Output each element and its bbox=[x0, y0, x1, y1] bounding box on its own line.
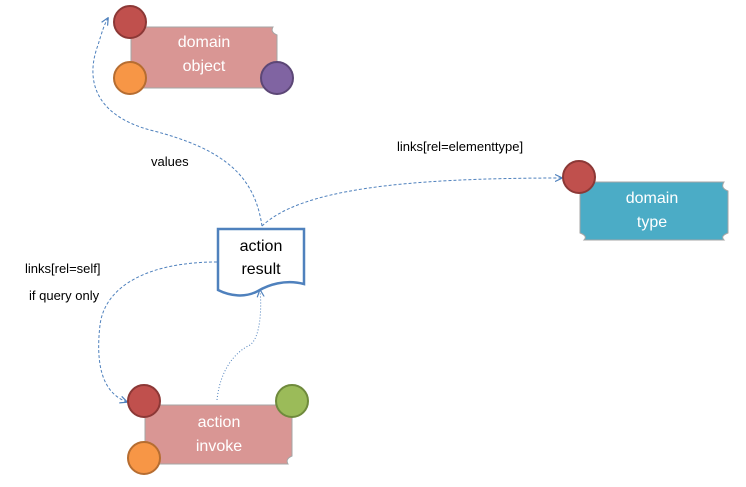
node-domain-object[interactable]: domain object bbox=[113, 5, 294, 95]
orange-port-circle[interactable] bbox=[127, 441, 161, 475]
edge-self bbox=[98, 261, 218, 402]
red-port-circle[interactable] bbox=[562, 160, 596, 194]
domain-object-label-line2: object bbox=[183, 58, 226, 75]
edge-elementtype bbox=[261, 178, 562, 227]
domain-type-label-line1: domain bbox=[626, 190, 678, 207]
node-action-result[interactable]: action result bbox=[216, 227, 306, 297]
domain-type-label-line2: type bbox=[637, 214, 667, 231]
edge-label-values: values bbox=[151, 154, 189, 169]
red-port-circle[interactable] bbox=[113, 5, 147, 39]
edge-label-elementtype: links[rel=elementtype] bbox=[397, 139, 523, 154]
node-action-invoke[interactable]: action invoke bbox=[127, 384, 309, 475]
edge-values bbox=[92, 18, 263, 227]
action-result-label-line2: result bbox=[241, 261, 281, 278]
edge-label-query-only: if query only bbox=[29, 288, 100, 303]
action-invoke-label-line1: action bbox=[198, 414, 241, 431]
green-port-circle[interactable] bbox=[275, 384, 309, 418]
red-port-circle[interactable] bbox=[127, 384, 161, 418]
action-result-label-line1: action bbox=[240, 238, 283, 255]
domain-object-label-line1: domain bbox=[178, 34, 230, 51]
node-domain-type[interactable]: domain type bbox=[562, 160, 729, 241]
edge-label-self: links[rel=self] bbox=[25, 261, 101, 276]
edge-query bbox=[216, 290, 261, 401]
purple-port-circle[interactable] bbox=[260, 61, 294, 95]
action-invoke-label-line2: invoke bbox=[196, 438, 242, 455]
orange-port-circle[interactable] bbox=[113, 61, 147, 95]
action-result-document bbox=[216, 227, 306, 297]
